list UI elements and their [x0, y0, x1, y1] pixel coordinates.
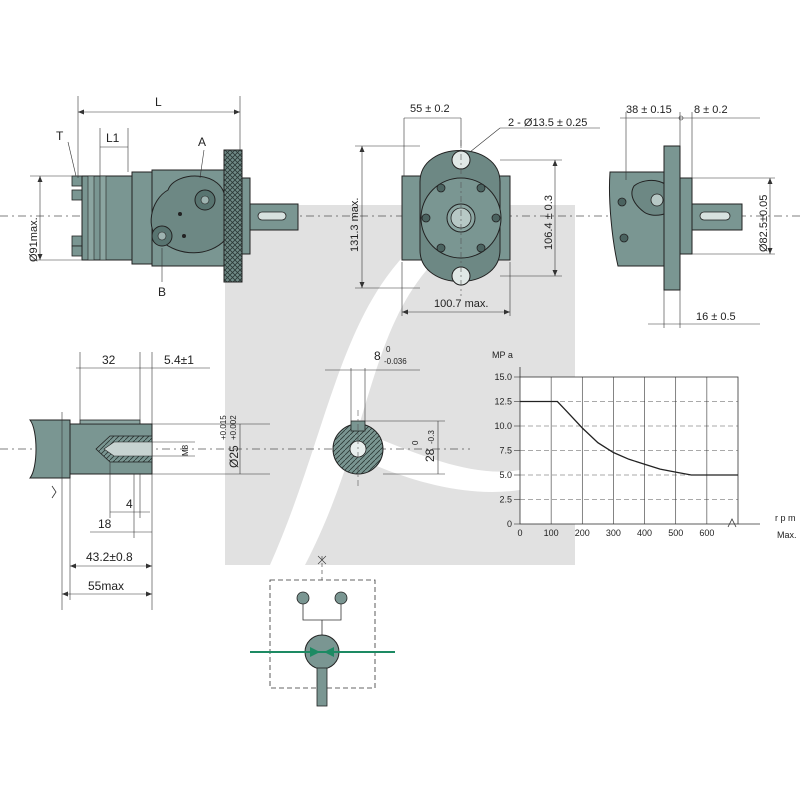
chart-y-tick-label: 15.0 — [494, 372, 512, 382]
chart-y-label: MP a — [492, 350, 513, 360]
dim-dia25: Ø25 — [227, 445, 241, 468]
tol-key-8-lower: -0.036 — [384, 357, 407, 366]
dims-keyway: 8 0 -0.036 28 0 -0.3 — [325, 345, 445, 475]
hydraulic-symbol — [250, 555, 395, 707]
pressure-speed-chart: 0 2.5 5.0 7.5 10.0 12.5 15.0 0 100 200 300 400 500 60… — [492, 350, 797, 540]
watermark — [225, 205, 575, 565]
dims-shaft-detail: 32 5.4±1 M8 Ø25 +0.015 +0.002 4 18 43.2±… — [61, 352, 270, 610]
chart-y-tick-label: 0 — [507, 519, 512, 529]
dim-16: 16 ± 0.5 — [696, 311, 736, 323]
dim-L1: L1 — [106, 131, 120, 145]
chart-series-line — [520, 400, 738, 476]
tol-25-upper: +0.015 — [219, 415, 228, 440]
dim-8: 8 ± 0.2 — [694, 104, 728, 116]
dims-side-view: L L1 T A B Ø91max. — [28, 95, 241, 299]
dim-5-4: 5.4±1 — [164, 353, 194, 367]
shaft-detail — [28, 419, 153, 499]
chart-x-label: r p m — [775, 513, 796, 523]
dim-18: 18 — [98, 517, 112, 531]
dim-M8: M8 — [181, 444, 190, 456]
label-T: T — [56, 129, 64, 143]
dim-106: 106.4 ± 0.3 — [543, 195, 555, 250]
chart-ticks: 0 2.5 5.0 7.5 10.0 12.5 15.0 0 100 200 300 400 500 60… — [494, 367, 760, 538]
dim-55: 55 ± 0.2 — [410, 103, 450, 115]
dims-end-view: 38 ± 0.15 8 ± 0.2 Ø82.5±0.05 16 ± 0.5 — [620, 104, 775, 328]
chart-x-tick-label: 300 — [606, 528, 621, 538]
motor-side-view — [71, 149, 299, 283]
motor-front-view — [401, 140, 511, 296]
chart-x-tick-label: 600 — [699, 528, 714, 538]
chart-x-tick-label: 500 — [668, 528, 683, 538]
dim-L: L — [155, 95, 162, 109]
dim-38: 38 ± 0.15 — [626, 104, 672, 116]
chart-y-tick-label: 5.0 — [499, 470, 512, 480]
chart-y-tick-label: 12.5 — [494, 397, 512, 407]
chart-y-tick-label: 2.5 — [499, 495, 512, 505]
chart-x-tick-label: 0 — [517, 528, 522, 538]
dim-32: 32 — [102, 353, 116, 367]
chart-x-tick-label: 100 — [544, 528, 559, 538]
dim-131: 131.3 max. — [349, 198, 361, 252]
dim-key-8: 8 — [374, 349, 381, 363]
tol-key-28-lower: -0.3 — [427, 430, 436, 444]
dim-4: 4 — [126, 497, 133, 511]
chart-y-tick-label: 7.5 — [499, 446, 512, 456]
chart-axis-break — [727, 518, 760, 528]
chart-y-tick-label: 10.0 — [494, 421, 512, 431]
dims-front-view: 55 ± 0.2 2 - Ø13.5 ± 0.25 131.3 max. 106… — [349, 103, 600, 316]
tol-25-lower: +0.002 — [229, 415, 238, 440]
dim-dia82: Ø82.5±0.05 — [758, 195, 770, 252]
chart-grid — [519, 376, 739, 525]
tol-key-8-upper: 0 — [386, 345, 391, 354]
chart-x-label-max: Max. — [777, 530, 797, 540]
label-B: B — [158, 285, 166, 299]
label-A: A — [198, 135, 206, 149]
motor-end-view — [608, 145, 743, 291]
chart-x-tick-label: 200 — [575, 528, 590, 538]
dim-55max: 55max — [88, 579, 124, 593]
chart-x-tick-label: 400 — [637, 528, 652, 538]
dim-43: 43.2±0.8 — [86, 550, 133, 564]
dim-dia91: Ø91max. — [28, 217, 40, 262]
dim-key-28: 28 — [423, 448, 437, 462]
dim-holes: 2 - Ø13.5 ± 0.25 — [508, 117, 587, 129]
tol-key-28-upper: 0 — [411, 440, 420, 445]
dim-100: 100.7 max. — [434, 298, 488, 310]
keyway-section — [332, 410, 384, 488]
